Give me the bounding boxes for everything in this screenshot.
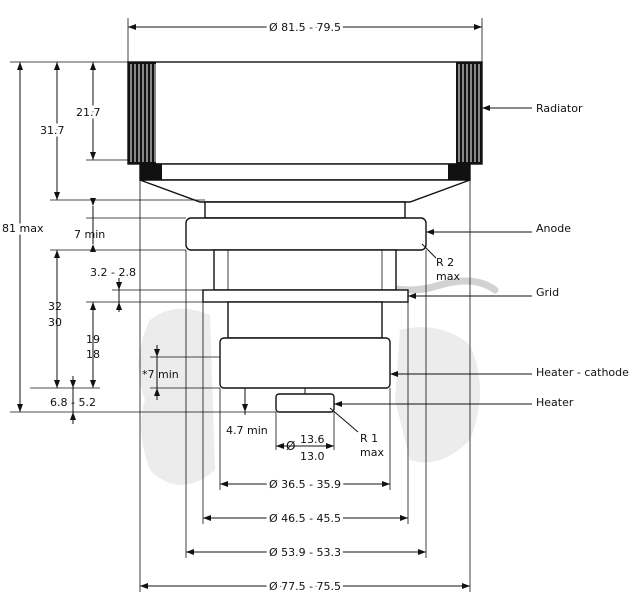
watermark-splash [138,308,481,485]
dim-anode-diameter: Ø 53.9 - 53.3 [269,546,341,559]
dim-base-diameter: Ø 77.5 - 75.5 [269,580,341,593]
dim-31-7: 31.7 [40,124,65,137]
dim-7-min: 7 min [74,228,105,241]
dim-21-7: 21.7 [76,106,101,119]
radius-r1-label: R 1 [360,432,378,445]
radiator [127,61,483,165]
dim-heater-13-6: 13.6 [300,433,325,446]
dim-6-8-5-2: 6.8 - 5.2 [50,396,96,409]
heater-pin [275,393,335,413]
dim-4-7-min: 4.7 min [226,424,268,437]
label-grid: Grid [536,286,559,299]
dim-heater-diameter-symbol: Ø [286,439,295,453]
grid-disc [202,289,409,303]
dim-total-height: 81 max [2,222,44,235]
dim-grid-thickness: 3.2 - 2.8 [90,266,136,279]
radius-r1-max: max [360,446,384,459]
tube-body [127,61,483,413]
radius-r2-max: max [436,270,460,283]
label-radiator: Radiator [536,102,583,115]
heater-cathode-cylinder [219,337,391,389]
dimension-lines [10,18,532,592]
label-heater: Heater [536,396,574,409]
anode-ring [185,217,427,251]
dim-radiator-diameter: Ø 81.5 - 79.5 [269,21,341,34]
dim-19: 19 [86,333,100,346]
dimension-text: Ø 81.5 - 79.5 81 max 31.7 21.7 7 min 3.2… [0,18,460,596]
dim-star-7-min: *7 min [142,368,179,381]
label-anode: Anode [536,222,571,235]
label-heater-cathode: Heater - cathode [536,366,629,379]
dim-heater-13-0: 13.0 [300,450,325,463]
dim-heater-cathode-diameter: Ø 36.5 - 35.9 [269,478,341,491]
dim-32: 32 [48,300,62,313]
dim-18: 18 [86,348,100,361]
dim-grid-diameter: Ø 46.5 - 45.5 [269,512,341,525]
dim-30: 30 [48,316,62,329]
radius-r2-label: R 2 [436,256,454,269]
part-labels: Radiator Anode Grid Heater - cathode Hea… [536,102,629,409]
